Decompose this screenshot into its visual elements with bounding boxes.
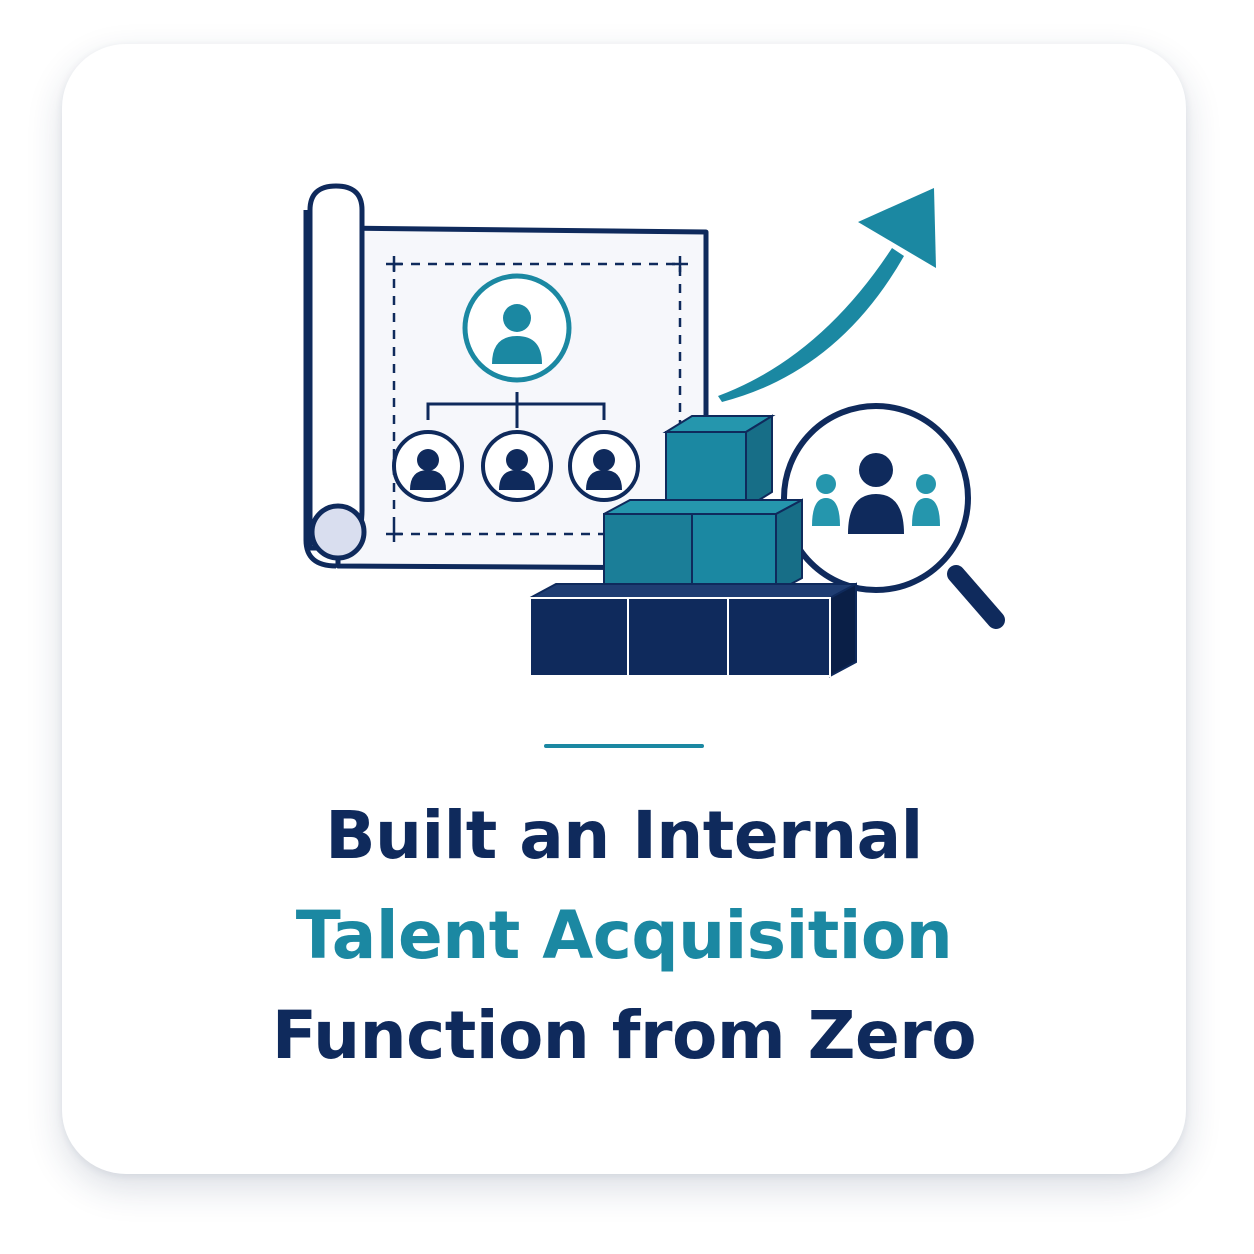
magnifier-team-icon — [781, 403, 1005, 629]
headline-line-1: Built an Internal — [325, 797, 923, 874]
headline: Built an Internal Talent Acquisition Fun… — [62, 786, 1186, 1086]
divider — [544, 744, 704, 748]
org-chart-icon — [392, 273, 640, 502]
headline-line-2: Talent Acquisition — [295, 897, 953, 974]
growth-arrow-icon — [718, 188, 936, 402]
headline-line-3: Function from Zero — [271, 997, 977, 1074]
building-blocks-icon — [529, 414, 857, 678]
